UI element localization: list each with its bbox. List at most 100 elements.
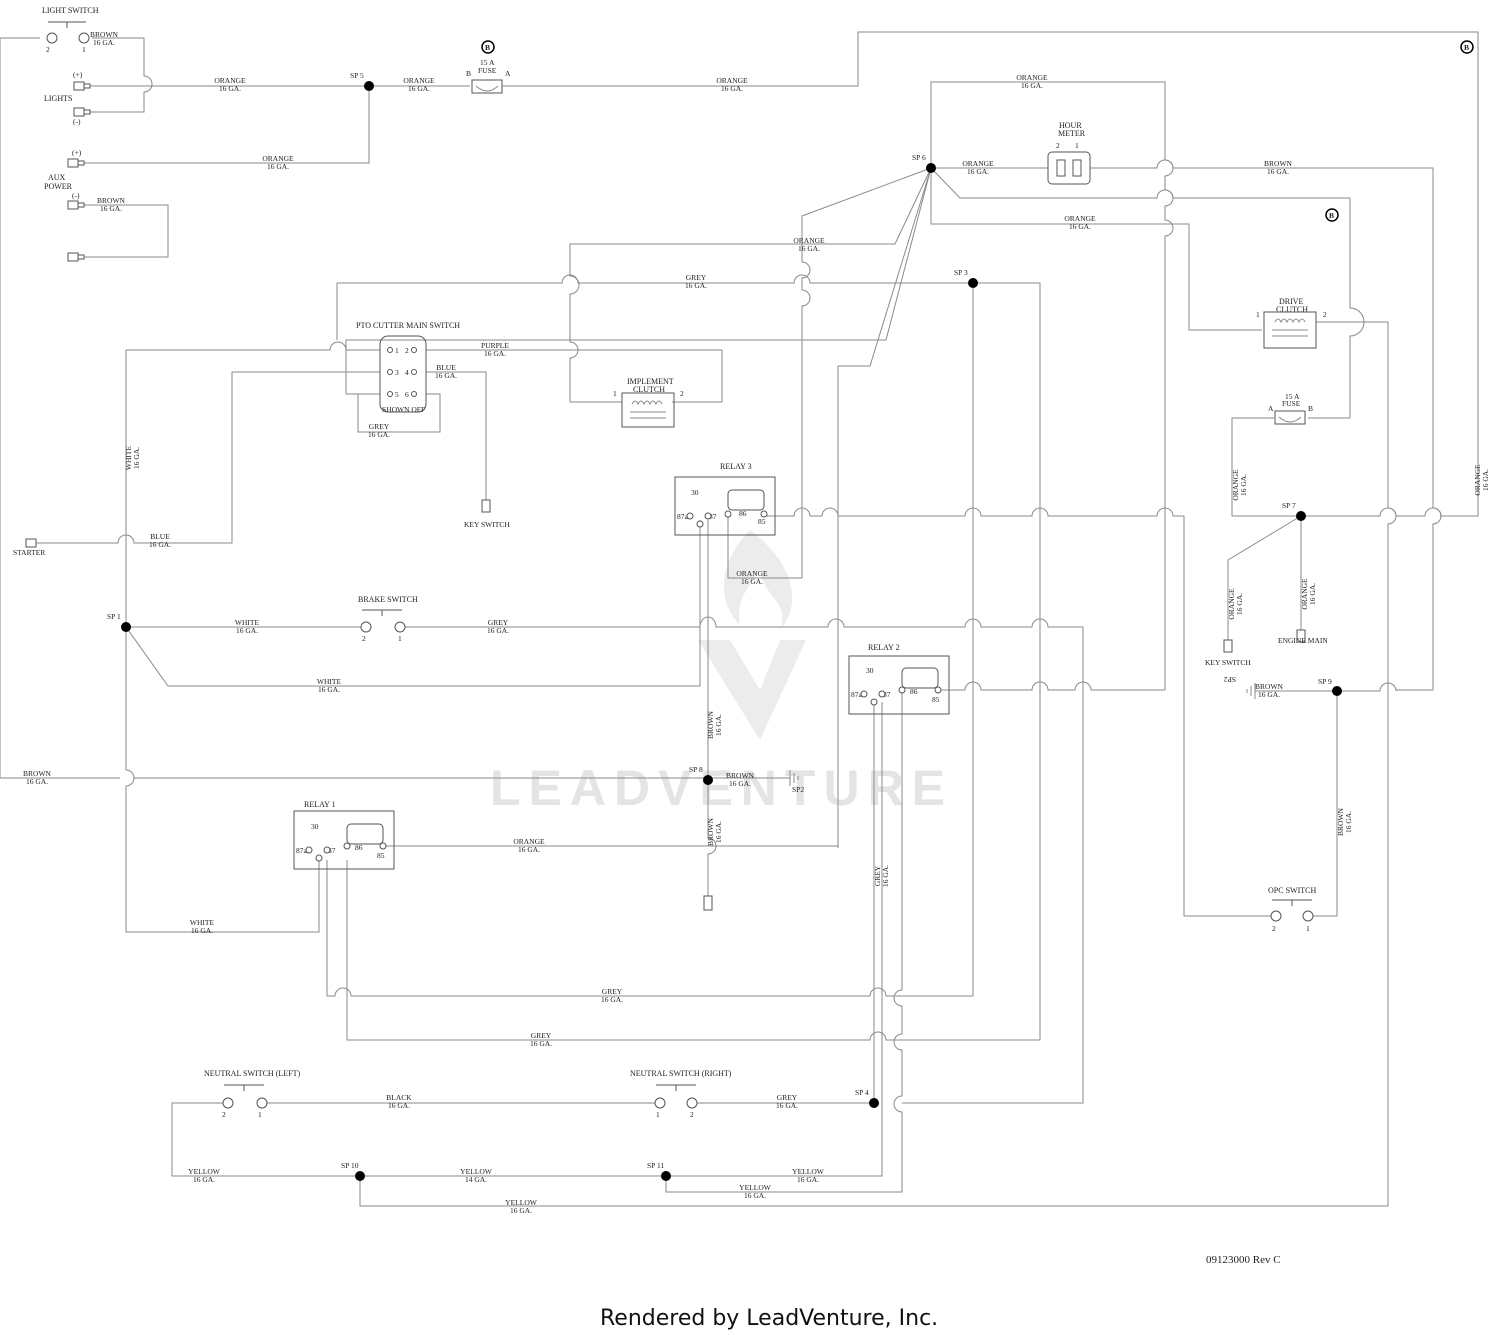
svg-text:KEY SWITCH: KEY SWITCH [1205, 658, 1251, 667]
aux-power-label: AUX [48, 173, 66, 182]
svg-text:CLUTCH: CLUTCH [633, 385, 665, 394]
svg-text:30: 30 [691, 488, 699, 497]
watermark: LEADVENTURE [490, 530, 953, 816]
svg-text:1: 1 [395, 346, 399, 355]
wire-label: ORANGE16 GA. [1473, 464, 1490, 496]
svg-text:SP 10: SP 10 [341, 1161, 359, 1170]
svg-text:(+): (+) [73, 70, 83, 79]
svg-text:(-): (-) [72, 191, 80, 200]
svg-text:SP2: SP2 [792, 785, 804, 794]
watermark-text: LEADVENTURE [490, 760, 953, 816]
svg-text:NEUTRAL SWITCH (RIGHT): NEUTRAL SWITCH (RIGHT) [630, 1069, 732, 1078]
svg-text:KEY SWITCH: KEY SWITCH [464, 520, 510, 529]
svg-text:IMPLEMENT: IMPLEMENT [627, 377, 674, 386]
wire-label: BROWN16 GA. [1336, 807, 1353, 836]
svg-text:85: 85 [932, 695, 940, 704]
splice-sp8 [703, 775, 713, 785]
svg-text:1: 1 [613, 389, 617, 398]
fuse-icon [1274, 410, 1306, 425]
svg-text:HOUR: HOUR [1059, 121, 1082, 130]
svg-text:SP2: SP2 [1224, 675, 1236, 684]
splice-sp11 [661, 1171, 671, 1181]
splice-sp10 [355, 1171, 365, 1181]
svg-text:87a: 87a [851, 690, 863, 699]
svg-text:SP 9: SP 9 [1318, 677, 1332, 686]
svg-text:SP 7: SP 7 [1282, 501, 1296, 510]
svg-text:DRIVE: DRIVE [1279, 297, 1304, 306]
splice-sp6 [926, 163, 936, 173]
svg-text:A: A [1268, 404, 1274, 413]
splice-sp4 [869, 1098, 879, 1108]
svg-text:POWER: POWER [44, 182, 73, 191]
svg-text:B: B [466, 69, 471, 78]
svg-text:NEUTRAL SWITCH (LEFT): NEUTRAL SWITCH (LEFT) [204, 1069, 300, 1078]
svg-text:1: 1 [1306, 924, 1310, 933]
b-marker-icon [1460, 40, 1474, 54]
relay-2-icon [848, 655, 950, 715]
implement-clutch-icon [621, 392, 675, 428]
svg-text:15 A: 15 A [480, 58, 495, 67]
svg-text:2: 2 [1323, 310, 1327, 319]
key-switch-connector-icon [481, 499, 491, 513]
svg-text:87: 87 [709, 512, 717, 521]
svg-text:87: 87 [883, 690, 891, 699]
hour-meter-icon [1047, 151, 1091, 185]
svg-text:(-): (-) [73, 117, 81, 126]
splice-sp7 [1296, 511, 1306, 521]
svg-text:CLUTCH: CLUTCH [1276, 305, 1308, 314]
svg-text:SP 8: SP 8 [689, 765, 703, 774]
svg-text:FUSE: FUSE [478, 66, 497, 75]
svg-text:5: 5 [395, 390, 399, 399]
svg-text:86: 86 [355, 843, 363, 852]
svg-text:SHOWN OFF: SHOWN OFF [382, 405, 425, 414]
svg-text:METER: METER [1058, 129, 1086, 138]
svg-text:B: B [1329, 211, 1334, 220]
svg-text:SP 3: SP 3 [954, 268, 968, 277]
svg-text:87a: 87a [296, 846, 308, 855]
svg-text:STARTER: STARTER [13, 548, 45, 557]
splice-sp1 [121, 622, 131, 632]
engine-main-connector-icon [1296, 629, 1306, 643]
svg-text:2: 2 [690, 1110, 694, 1119]
svg-text:SP 5: SP 5 [350, 71, 364, 80]
svg-text:85: 85 [758, 517, 766, 526]
svg-text:2: 2 [405, 346, 409, 355]
svg-text:B: B [1308, 404, 1313, 413]
splice-sp9 [1332, 686, 1342, 696]
svg-text:3: 3 [395, 368, 399, 377]
wire-label: GREY16 GA. [873, 865, 890, 887]
svg-text:2: 2 [1056, 141, 1060, 150]
svg-text:15 A: 15 A [1285, 392, 1300, 401]
svg-text:1: 1 [656, 1110, 660, 1119]
svg-text:2: 2 [362, 634, 366, 643]
svg-text:RELAY 2: RELAY 2 [868, 643, 900, 652]
svg-text:PTO CUTTER MAIN SWITCH: PTO CUTTER MAIN SWITCH [356, 321, 460, 330]
svg-text:SP 11: SP 11 [647, 1161, 664, 1170]
wire-label: WHITE16 GA. [124, 446, 141, 471]
svg-text:SP 4: SP 4 [855, 1088, 869, 1097]
splice-sp3 [968, 278, 978, 288]
